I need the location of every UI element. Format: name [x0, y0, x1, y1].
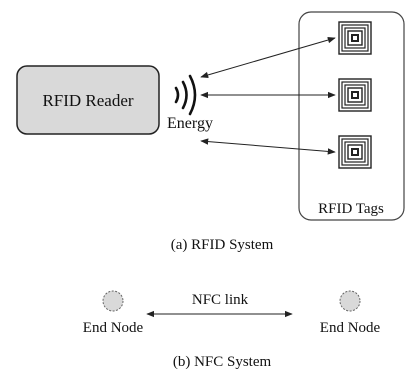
right-end-node: [339, 290, 361, 312]
rfid-tag-icon: [338, 21, 372, 55]
left-node-label: End Node: [83, 320, 144, 336]
rfid-reader-label: RFID Reader: [42, 91, 133, 110]
energy-arrow-bottom: [200, 138, 336, 155]
energy-label: Energy: [167, 115, 213, 132]
caption-b: (b) NFC System: [173, 354, 272, 370]
rfid-tags-label: RFID Tags: [318, 201, 384, 217]
rfid-tag-icon: [338, 78, 372, 112]
rfid-reader: RFID Reader: [16, 65, 160, 135]
radio-waves-icon: [174, 74, 197, 116]
caption-a: (a) RFID System: [171, 237, 274, 253]
nfc-link-label: NFC link: [192, 292, 249, 308]
energy-arrows: [200, 36, 336, 155]
right-node-label: End Node: [320, 320, 381, 336]
left-end-node: [102, 290, 124, 312]
energy-arrow-top: [200, 36, 336, 79]
rfid-tag-icon: [338, 135, 372, 169]
